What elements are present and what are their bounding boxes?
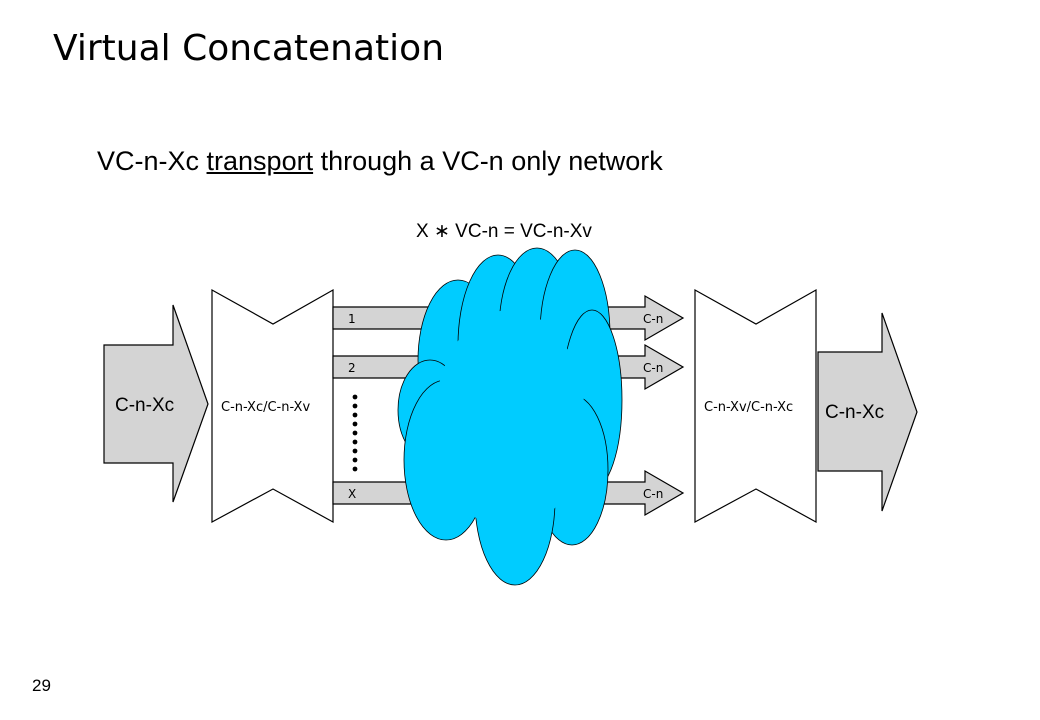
network-cloud [397, 247, 623, 586]
channel-2-index: 2 [348, 361, 356, 375]
formula-label: X ∗ VC-n = VC-n-Xv [416, 220, 592, 243]
formula-left: X [416, 221, 429, 242]
formula-right: VC-n = VC-n-Xv [455, 221, 592, 242]
channel-ellipsis-dots [352, 394, 358, 472]
slide-subtitle: VC-n-Xc transport through a VC-n only ne… [97, 146, 663, 177]
subtitle-underlined-word: transport [206, 146, 314, 176]
input-arrow-label: C-n-Xc [115, 395, 174, 416]
subtitle-end: through a VC-n only network [313, 146, 663, 176]
page-number: 29 [32, 676, 51, 695]
right-mapper-label: C-n-Xv/C-n-Xc [704, 400, 793, 415]
subtitle-start: VC-n-Xc [97, 146, 207, 176]
left-mapper-label: C-n-Xc/C-n-Xv [221, 400, 310, 415]
channel-1-index: 1 [348, 312, 356, 326]
input-arrow [103, 304, 209, 503]
channel-x-index: X [348, 487, 356, 501]
output-arrow [817, 312, 918, 512]
channel-1-label: C-n [643, 312, 663, 326]
formula-operator: ∗ [433, 221, 450, 242]
right-mapper [694, 288, 817, 524]
slide-title: Virtual Concatenation [53, 28, 445, 69]
left-mapper [211, 288, 334, 524]
channel-2-label: C-n [643, 361, 663, 375]
output-arrow-label: C-n-Xc [825, 402, 884, 423]
channel-x-label: C-n [643, 487, 663, 501]
